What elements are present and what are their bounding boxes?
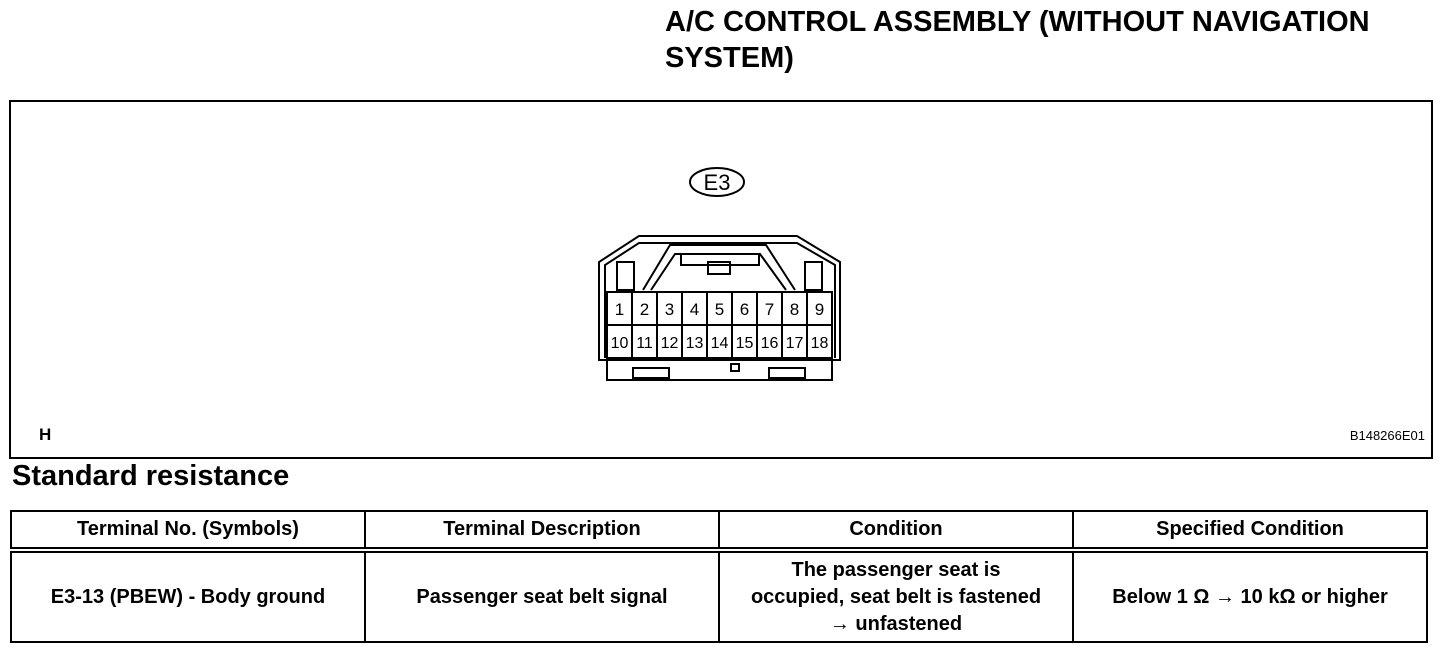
table-header-row: Terminal No. (Symbols) Terminal Descript… xyxy=(10,510,1428,553)
terminal-number: 1 xyxy=(615,300,624,319)
bottom-rail-right xyxy=(768,367,806,379)
terminal-number: 2 xyxy=(640,300,649,319)
terminal-number: 17 xyxy=(786,335,804,352)
title-line-2: SYSTEM) xyxy=(665,42,794,74)
terminal-number: 18 xyxy=(811,335,829,352)
terminal-number: 16 xyxy=(761,335,779,352)
terminal-number: 12 xyxy=(661,335,679,352)
condition-line-3: → unfastened xyxy=(829,612,963,635)
condition-line-2: occupied, seat belt is fastened xyxy=(750,585,1042,608)
terminal-cavity xyxy=(781,324,808,359)
bottom-rail-left xyxy=(632,367,670,379)
left-lock-tab xyxy=(616,261,635,291)
header-specified: Specified Condition xyxy=(1072,510,1428,553)
terminal-cavity xyxy=(731,324,758,359)
terminal-number: 9 xyxy=(815,300,824,319)
table-row: E3-13 (PBEW) - Body ground Passenger sea… xyxy=(10,549,1428,643)
bottom-key xyxy=(730,363,740,372)
cell-condition: The passenger seat is occupied, seat bel… xyxy=(718,549,1074,643)
terminal-cavity xyxy=(681,291,708,326)
cell-description: Passenger seat belt signal xyxy=(364,549,720,643)
terminal-number: 8 xyxy=(790,300,799,319)
terminal-number: 3 xyxy=(665,300,674,319)
terminal-number: 10 xyxy=(611,335,629,352)
terminal-cavity xyxy=(631,324,658,359)
standard-resistance-table: Terminal No. (Symbols) Terminal Descript… xyxy=(10,510,1428,643)
header-description: Terminal Description xyxy=(364,510,720,553)
terminal-cavity xyxy=(606,291,633,326)
connector-label: E3 xyxy=(704,170,731,195)
title-line-1: A/C CONTROL ASSEMBLY (WITHOUT NAVIGATION xyxy=(665,6,1370,38)
latch-key xyxy=(707,261,731,275)
terminal-cavity xyxy=(706,324,733,359)
section-heading: Standard resistance xyxy=(12,460,290,492)
condition-line-1: The passenger seat is xyxy=(791,558,1001,581)
latch-bar xyxy=(680,253,760,266)
corner-letter: H xyxy=(39,425,52,444)
page-title: A/C CONTROL ASSEMBLY (WITHOUT NAVIGATION… xyxy=(665,4,1435,76)
connector-housing xyxy=(598,235,841,381)
connector-label-ellipse xyxy=(689,167,745,197)
terminal-number: 7 xyxy=(765,300,774,319)
terminal-number: 13 xyxy=(686,335,704,352)
header-condition: Condition xyxy=(718,510,1074,553)
terminal-number: 15 xyxy=(736,335,754,352)
terminal-number: 5 xyxy=(715,300,724,319)
terminal-cavity xyxy=(806,291,833,326)
right-lock-tab xyxy=(804,261,823,291)
terminal-number: 6 xyxy=(740,300,749,319)
header-terminal: Terminal No. (Symbols) xyxy=(10,510,366,553)
terminal-number: 4 xyxy=(690,300,699,319)
cell-terminal: E3-13 (PBEW) - Body ground xyxy=(10,549,366,643)
terminal-number: 11 xyxy=(636,335,653,352)
terminal-number: 14 xyxy=(711,335,729,352)
figure-code: B148266E01 xyxy=(1349,428,1425,443)
terminal-cavity xyxy=(806,324,833,359)
cell-specified: Below 1 Ω → 10 kΩ or higher xyxy=(1072,549,1428,643)
